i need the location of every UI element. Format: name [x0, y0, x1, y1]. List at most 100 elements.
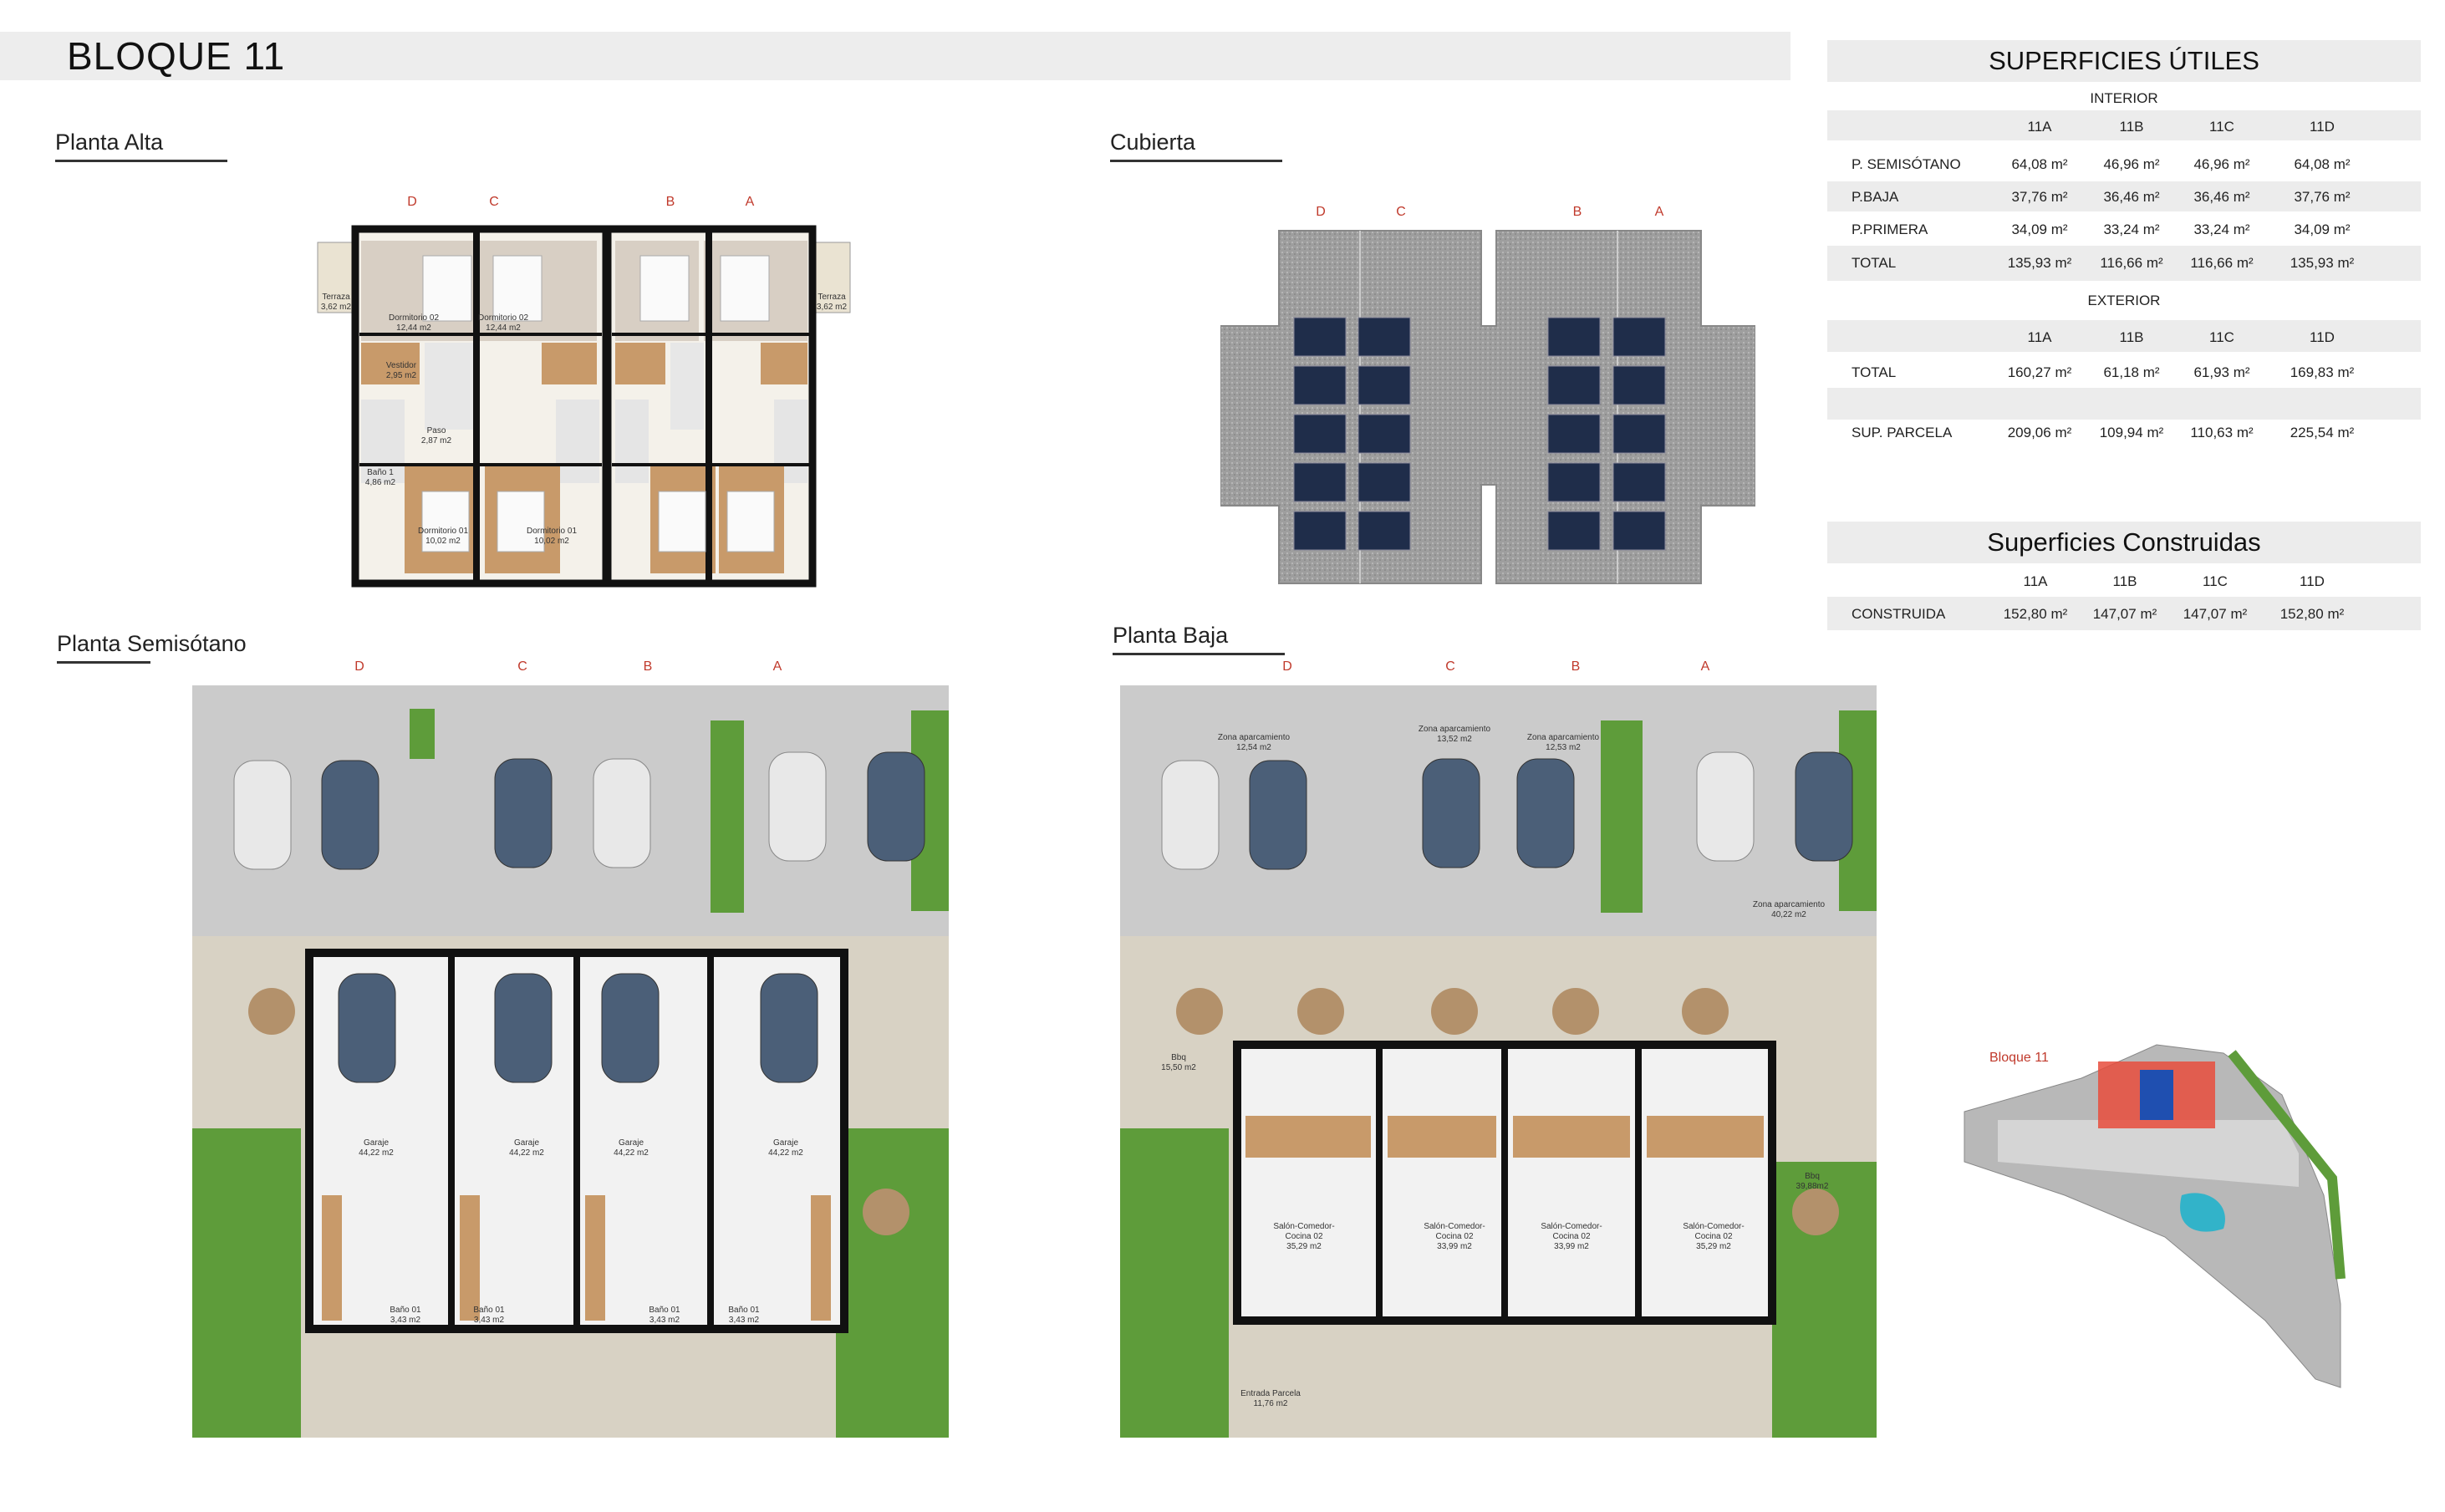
svg-text:Paso: Paso [427, 426, 446, 435]
row-label: CONSTRUIDA [1852, 606, 1946, 622]
svg-text:Dormitorio 02: Dormitorio 02 [478, 313, 528, 323]
row-bar [1827, 388, 2421, 420]
svg-text:D: D [1282, 660, 1292, 674]
construidas-heading: Superficies Construidas [1827, 522, 2421, 563]
table-cell: 225,54 m² [2290, 425, 2355, 440]
planta-baja-plan: D C B A Zona aparcamiento 12,54 m2 Zona … [1120, 660, 1877, 1438]
planta-semisotano-plan: D C B A Garaje 44,22 m2 Garaje 44,22 m2 … [192, 660, 949, 1438]
svg-text:10,02 m2: 10,02 m2 [425, 537, 461, 546]
page-title: BLOQUE 11 [67, 34, 286, 78]
table-cell: 209,06 m² [2007, 425, 2072, 440]
svg-text:Zona aparcamiento: Zona aparcamiento [1753, 900, 1826, 909]
table-cell: 34,09 m² [2294, 221, 2351, 237]
svg-text:Dormitorio 01: Dormitorio 01 [527, 527, 577, 536]
svg-text:Garaje: Garaje [364, 1138, 389, 1148]
table-cell: 37,76 m² [2294, 189, 2351, 205]
site-map-label: Bloque 11 [1989, 1051, 2049, 1065]
utiles-heading: SUPERFICIES ÚTILES [1827, 40, 2421, 82]
svg-text:A: A [1701, 660, 1710, 674]
svg-text:35,29 m2: 35,29 m2 [1696, 1242, 1731, 1251]
row-bar [1827, 246, 2421, 281]
col-header: 11A [2027, 329, 2052, 345]
unit-letter-d: D [407, 195, 417, 209]
table-cell: 61,18 m² [2103, 364, 2160, 380]
svg-text:Zona aparcamiento: Zona aparcamiento [1527, 733, 1600, 742]
cubierta-plan: D C B A [1220, 205, 1755, 584]
svg-text:Zona aparcamiento: Zona aparcamiento [1419, 725, 1491, 734]
section-label-planta-baja: Planta Baja [1113, 623, 1229, 648]
svg-text:44,22 m2: 44,22 m2 [359, 1148, 394, 1158]
svg-text:11,76 m2: 11,76 m2 [1254, 1399, 1288, 1408]
table-cell: 152,80 m² [2003, 606, 2068, 622]
svg-text:Salón-Comedor-: Salón-Comedor- [1424, 1222, 1485, 1231]
section-label-planta-alta: Planta Alta [55, 130, 164, 155]
table-cell: 152,80 m² [2279, 606, 2345, 622]
section-label-planta-semisotano: Planta Semisótano [57, 631, 247, 656]
table-cell: 64,08 m² [2011, 156, 2068, 172]
alta-terraza-label: Terraza [322, 293, 350, 302]
table-cell: 33,24 m² [2103, 221, 2160, 237]
svg-text:C: C [517, 660, 527, 674]
row-label: TOTAL [1852, 364, 1897, 380]
col-header: 11C [2209, 119, 2234, 135]
parked-cars [1161, 751, 1853, 870]
svg-text:B: B [1571, 660, 1581, 674]
table-cell: 46,96 m² [2103, 156, 2160, 172]
table-cell: 46,96 m² [2193, 156, 2250, 172]
col-header: 11C [2209, 329, 2234, 345]
svg-text:Vestidor: Vestidor [386, 361, 417, 370]
row-bar [1827, 110, 2421, 140]
col-header: 11C [2203, 573, 2228, 589]
svg-text:Salón-Comedor-: Salón-Comedor- [1683, 1222, 1744, 1231]
alta-block-right [604, 225, 851, 588]
svg-text:12,53 m2: 12,53 m2 [1546, 743, 1581, 752]
section-label-cubierta: Cubierta [1110, 130, 1196, 155]
site-location-map: Bloque 11 [1964, 1044, 2346, 1388]
svg-text:2,87 m2: 2,87 m2 [421, 436, 452, 445]
table-cell: 61,93 m² [2193, 364, 2250, 380]
col-header: 11D [2310, 119, 2335, 135]
table-cell: 36,46 m² [2103, 189, 2160, 205]
svg-text:Baño 1: Baño 1 [367, 468, 394, 477]
unit-letter-b: B [666, 195, 675, 209]
svg-text:C: C [1445, 660, 1455, 674]
col-header: 11A [2023, 573, 2048, 589]
table-cell: 160,27 m² [2007, 364, 2072, 380]
table-cell: 147,07 m² [2092, 606, 2157, 622]
table-cell: 135,93 m² [2290, 255, 2355, 271]
svg-text:13,52 m2: 13,52 m2 [1437, 735, 1472, 744]
table-cell: 36,46 m² [2193, 189, 2250, 205]
planta-alta-plan: D C B A [317, 195, 851, 588]
svg-text:12,54 m2: 12,54 m2 [1236, 743, 1271, 752]
svg-text:Bbq: Bbq [1805, 1172, 1820, 1181]
solar-panels [1293, 317, 1666, 551]
table-cell: 135,93 m² [2007, 255, 2072, 271]
svg-text:3,43 m2: 3,43 m2 [729, 1316, 760, 1325]
table-cell: 37,76 m² [2011, 189, 2068, 205]
svg-text:3,43 m2: 3,43 m2 [390, 1316, 421, 1325]
svg-text:44,22 m2: 44,22 m2 [768, 1148, 803, 1158]
section-underline [1113, 653, 1285, 655]
svg-text:10,02 m2: 10,02 m2 [534, 537, 569, 546]
table-cell: 34,09 m² [2011, 221, 2068, 237]
section-underline [57, 661, 150, 664]
unit-letter-c: C [1396, 205, 1406, 219]
unit-letter-a: A [746, 195, 755, 209]
svg-text:44,22 m2: 44,22 m2 [509, 1148, 544, 1158]
table-cell: 109,94 m² [2099, 425, 2164, 440]
svg-text:D: D [354, 660, 364, 674]
svg-text:12,44 m2: 12,44 m2 [396, 323, 431, 333]
col-header: 11B [2119, 119, 2144, 135]
svg-text:Garaje: Garaje [619, 1138, 644, 1148]
interior-label: INTERIOR [2090, 90, 2158, 106]
svg-text:Baño 01: Baño 01 [728, 1306, 760, 1315]
row-bar [1827, 597, 2421, 630]
svg-text:35,29 m2: 35,29 m2 [1286, 1242, 1322, 1251]
table-cell: 116,66 m² [2190, 255, 2254, 271]
alta-block-left [317, 225, 610, 588]
svg-text:Cocina 02: Cocina 02 [1552, 1232, 1590, 1241]
svg-text:33,99 m2: 33,99 m2 [1554, 1242, 1589, 1251]
svg-text:Baño 01: Baño 01 [649, 1306, 680, 1315]
table-cell: 169,83 m² [2290, 364, 2355, 380]
title-bar [0, 32, 1790, 80]
